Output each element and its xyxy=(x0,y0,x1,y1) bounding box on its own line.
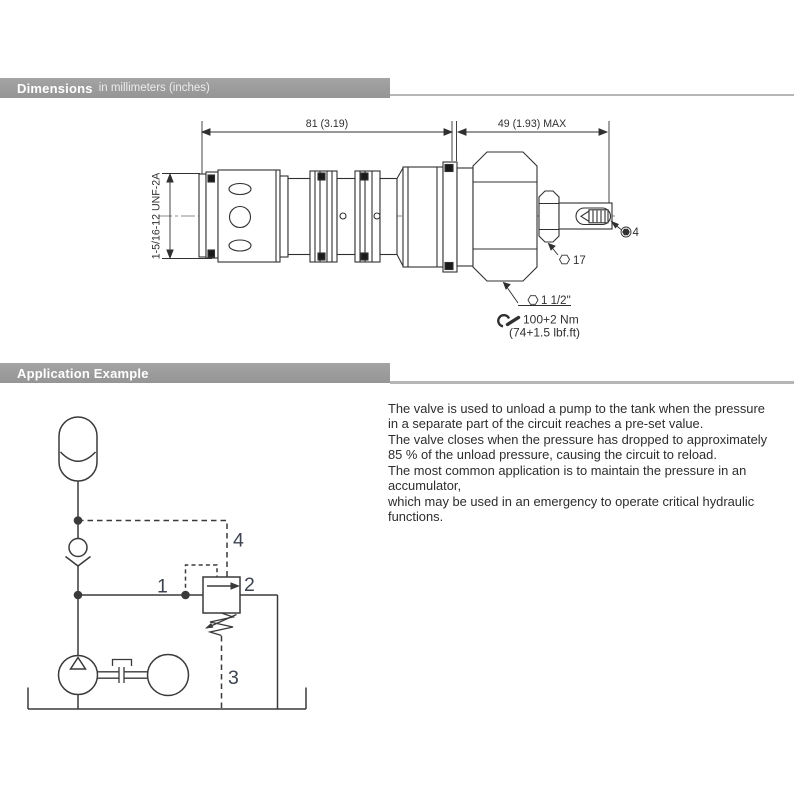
dimension-body-length: 81 (3.19) xyxy=(306,118,348,130)
valve-technical-drawing: 81 (3.19) 49 (1.93) MAX 1-5/16-12 UNF-2A xyxy=(151,118,640,340)
small-hex-nut xyxy=(538,190,560,243)
cross-hole xyxy=(228,205,252,229)
accumulator-symbol xyxy=(58,416,98,482)
threaded-section xyxy=(402,166,444,268)
torque-imperial-label: (74+1.5 lbf.ft) xyxy=(509,326,580,340)
torque-metric-label: 100+2 Nm xyxy=(523,313,579,327)
large-hex-nut xyxy=(472,151,538,282)
cross-hole xyxy=(228,182,252,196)
spanner-hole xyxy=(339,212,347,220)
application-title: Application Example xyxy=(17,365,149,381)
description-line: which may be used in an emergency to ope… xyxy=(388,493,755,525)
shaft-coupling-symbol xyxy=(97,658,148,683)
tank-symbol xyxy=(27,687,307,710)
application-description: The valve is used to unload a pump to th… xyxy=(388,401,798,525)
application-header-rule xyxy=(390,381,794,384)
o-ring-mark xyxy=(444,163,454,173)
port-label-3: 3 xyxy=(228,667,239,689)
unloading-valve-symbol xyxy=(202,576,241,614)
pilot-line-4 xyxy=(78,519,228,577)
small-hex-size-label: 17 xyxy=(573,255,586,267)
hydraulic-circuit-schematic: 1 2 3 4 xyxy=(27,416,307,710)
hexagon-icon xyxy=(558,254,571,265)
dimensions-section-header: Dimensions in millimeters (inches) xyxy=(0,78,390,98)
adjustable-spring-symbol xyxy=(205,612,237,637)
o-ring-mark xyxy=(360,172,369,181)
port-label-4: 4 xyxy=(233,530,244,552)
port-label-1: 1 xyxy=(157,576,168,598)
dimension-adjuster-length: 49 (1.93) MAX xyxy=(498,118,566,130)
large-hex-callout xyxy=(502,281,571,306)
electric-motor-symbol xyxy=(146,653,190,697)
description-line: The most common application is to mainta… xyxy=(388,462,747,494)
description-line: The valve closes when the pressure has d… xyxy=(388,431,768,447)
hex-nut-and-adjuster xyxy=(472,151,613,282)
small-hex-callout xyxy=(547,242,571,265)
hexagon-icon xyxy=(527,295,539,305)
description-line: The valve is used to unload a pump to th… xyxy=(388,401,765,416)
internal-hex-size-label: 4 xyxy=(633,227,640,239)
dimensions-header-rule xyxy=(390,93,794,96)
o-ring-mark xyxy=(317,252,326,261)
dimensions-subtitle: in millimeters (inches) xyxy=(98,82,210,94)
large-hex-size-label: 1 1/2" xyxy=(541,295,571,307)
pilot-loop xyxy=(184,564,218,595)
o-ring-mark xyxy=(207,174,216,183)
description-line: 85 % of the unload pressure, causing the… xyxy=(388,447,717,463)
pump-symbol xyxy=(57,654,99,709)
port-label-2: 2 xyxy=(244,574,255,596)
torque-wrench-icon xyxy=(497,314,521,328)
flange xyxy=(442,161,458,273)
o-ring-mark xyxy=(317,172,326,181)
cross-hole xyxy=(228,239,252,252)
check-valve-symbol xyxy=(65,520,91,595)
dimensions-title: Dimensions xyxy=(17,80,93,96)
o-ring-mark xyxy=(207,249,216,258)
spanner-hole xyxy=(373,212,381,220)
o-ring-mark xyxy=(444,261,454,271)
o-ring-mark xyxy=(360,252,369,261)
flow-arrow xyxy=(230,582,240,590)
application-section-header: Application Example xyxy=(0,363,390,383)
internal-hex-callout xyxy=(610,220,632,238)
cartridge-body xyxy=(198,161,474,273)
adjust-arrow xyxy=(205,622,214,629)
thread-spec-label: 1-5/16-12 UNF-2A xyxy=(151,172,163,259)
dimension-lines xyxy=(162,121,610,260)
description-line: in a separate part of the circuit reache… xyxy=(388,416,704,432)
